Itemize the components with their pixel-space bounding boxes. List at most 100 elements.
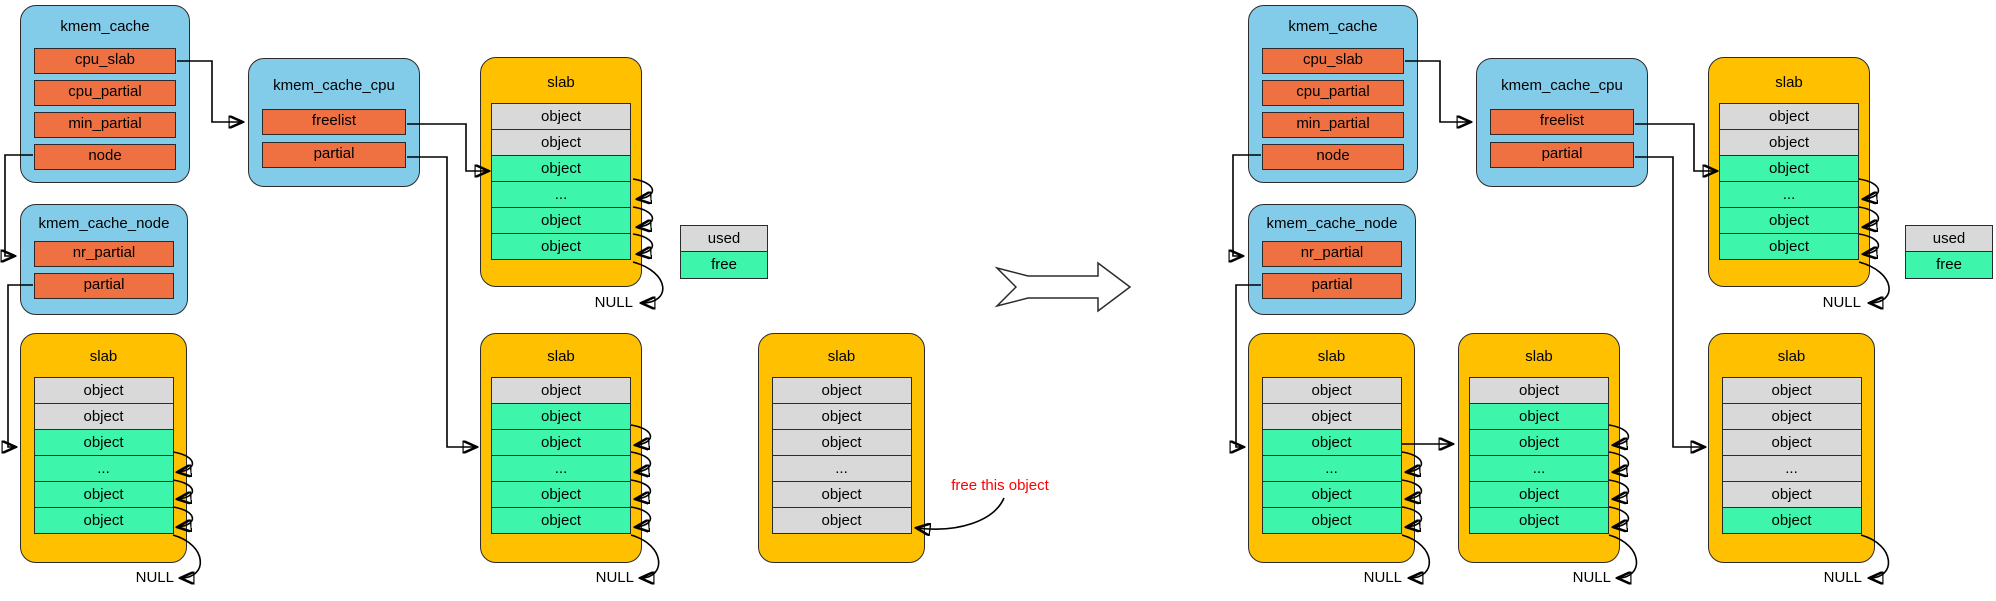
kmem-cache-box: kmem_cache cpu_slab cpu_partial min_part… bbox=[20, 5, 190, 183]
arrow-cpupartial-to-slab bbox=[407, 156, 476, 447]
slab-box: slab object object object ... object obj… bbox=[20, 333, 187, 563]
slab-object: object bbox=[491, 128, 631, 157]
slab-object: object bbox=[1721, 480, 1862, 509]
legend-free: free bbox=[680, 251, 768, 280]
slab-object: object bbox=[491, 377, 631, 405]
kmem-cache-fields: cpu_slab cpu_partial min_partial node bbox=[34, 48, 176, 170]
kmem-cache-fields: cpu_slab cpu_partial min_partial node bbox=[1262, 48, 1404, 170]
slab-object: object bbox=[1719, 206, 1859, 235]
slab-rows: object object object ... object object bbox=[491, 377, 631, 535]
slab-rows: object object object ... object object bbox=[33, 377, 174, 535]
slab-object: object bbox=[491, 402, 631, 431]
slab-box: slab object object object ... object obj… bbox=[480, 57, 642, 287]
kmem-cache-node-box: kmem_cache_node nr_partial partial bbox=[1248, 204, 1416, 315]
slab-object: object bbox=[1261, 506, 1402, 535]
field-node: node bbox=[1262, 144, 1404, 170]
arrow-cpupartial-to-slab bbox=[1635, 156, 1704, 447]
kmem-cache-node-title: kmem_cache_node bbox=[1266, 215, 1398, 232]
slab-title: slab bbox=[89, 348, 118, 365]
kmem-cache-node-fields: nr_partial partial bbox=[34, 241, 174, 299]
slab-object: object bbox=[33, 377, 174, 405]
slab-object: ... bbox=[1469, 454, 1609, 483]
null-label: NULL bbox=[595, 569, 634, 586]
slab-rows: object object object ... object object bbox=[771, 377, 912, 535]
legend: used free bbox=[1905, 225, 1993, 280]
slab-object: ... bbox=[1261, 454, 1402, 483]
slab-object: object bbox=[771, 428, 912, 457]
slab-box: slab object object object ... object obj… bbox=[1458, 333, 1620, 563]
slab-object: object bbox=[491, 428, 631, 457]
slab-object: object bbox=[771, 480, 912, 509]
slab-box: slab object object object ... object obj… bbox=[758, 333, 925, 563]
slab-object: object bbox=[491, 103, 631, 131]
kmem-cache-cpu-fields: freelist partial bbox=[1490, 109, 1634, 168]
field-cpu-slab: cpu_slab bbox=[1262, 48, 1404, 74]
slab-object: object bbox=[1721, 402, 1862, 431]
slab-object: object bbox=[1721, 428, 1862, 457]
null-label: NULL bbox=[1823, 569, 1862, 586]
slab-object: ... bbox=[491, 180, 631, 209]
kmem-cache-cpu-title: kmem_cache_cpu bbox=[273, 77, 395, 94]
field-cpu-partial: cpu_partial bbox=[1262, 80, 1404, 106]
slab-object: object bbox=[1721, 377, 1862, 405]
slab-object: object bbox=[491, 232, 631, 261]
slab-object: object bbox=[1469, 402, 1609, 431]
slab-object: object bbox=[1719, 128, 1859, 157]
slab-object: object bbox=[33, 402, 174, 431]
slab-object: object bbox=[491, 506, 631, 535]
legend: used free bbox=[680, 225, 768, 280]
slab-object: ... bbox=[1721, 454, 1862, 483]
slab-object: object bbox=[491, 480, 631, 509]
field-freelist: freelist bbox=[1490, 109, 1634, 135]
legend-free: free bbox=[1905, 251, 1993, 280]
null-label: NULL bbox=[1572, 569, 1611, 586]
slab-object: object bbox=[1469, 428, 1609, 457]
slab-object: object bbox=[771, 377, 912, 405]
slab-box: slab object object object ... object obj… bbox=[1248, 333, 1415, 563]
kmem-cache-cpu-title: kmem_cache_cpu bbox=[1501, 77, 1623, 94]
slab-object: object bbox=[33, 506, 174, 535]
field-partial: partial bbox=[1490, 142, 1634, 168]
slab-object: object bbox=[1469, 506, 1609, 535]
slab-object: object bbox=[491, 206, 631, 235]
legend-used: used bbox=[1905, 225, 1993, 253]
null-label: NULL bbox=[1822, 294, 1861, 311]
slab-object: object bbox=[1719, 103, 1859, 131]
null-label: NULL bbox=[594, 294, 633, 311]
field-min-partial: min_partial bbox=[1262, 112, 1404, 138]
slab-object: object bbox=[1719, 232, 1859, 261]
free-object-annotation: free this object bbox=[951, 477, 1049, 494]
slab-object: object bbox=[771, 506, 912, 535]
slab-object: object bbox=[771, 402, 912, 431]
slab-box: slab object object object ... object obj… bbox=[1708, 333, 1875, 563]
slab-object: object bbox=[1261, 402, 1402, 431]
slab-title: slab bbox=[1525, 348, 1553, 365]
kmem-cache-cpu-box: kmem_cache_cpu freelist partial bbox=[1476, 58, 1648, 187]
slab-title: slab bbox=[1775, 74, 1803, 91]
kmem-cache-box: kmem_cache cpu_slab cpu_partial min_part… bbox=[1248, 5, 1418, 183]
field-partial: partial bbox=[262, 142, 406, 168]
slab-object: object bbox=[1261, 480, 1402, 509]
legend-used: used bbox=[680, 225, 768, 253]
field-freelist: freelist bbox=[262, 109, 406, 135]
field-nr-partial: nr_partial bbox=[34, 241, 174, 267]
slab-rows: object object object ... object object bbox=[1721, 377, 1862, 535]
slab-rows: object object object ... object object bbox=[1469, 377, 1609, 535]
kmem-cache-cpu-box: kmem_cache_cpu freelist partial bbox=[248, 58, 420, 187]
field-partial: partial bbox=[34, 273, 174, 299]
slab-title: slab bbox=[547, 74, 575, 91]
field-partial: partial bbox=[1262, 273, 1402, 299]
slab-object: ... bbox=[491, 454, 631, 483]
slab-rows: object object object ... object object bbox=[1719, 103, 1859, 261]
field-cpu-partial: cpu_partial bbox=[34, 80, 176, 106]
slab-object: object bbox=[1469, 377, 1609, 405]
free-object-pointer-arrow bbox=[917, 497, 1005, 529]
field-min-partial: min_partial bbox=[34, 112, 176, 138]
field-nr-partial: nr_partial bbox=[1262, 241, 1402, 267]
slab-title: slab bbox=[1317, 348, 1346, 365]
slab-object: ... bbox=[771, 454, 912, 483]
kmem-cache-title: kmem_cache bbox=[60, 18, 150, 35]
field-node: node bbox=[34, 144, 176, 170]
field-cpu-slab: cpu_slab bbox=[34, 48, 176, 74]
